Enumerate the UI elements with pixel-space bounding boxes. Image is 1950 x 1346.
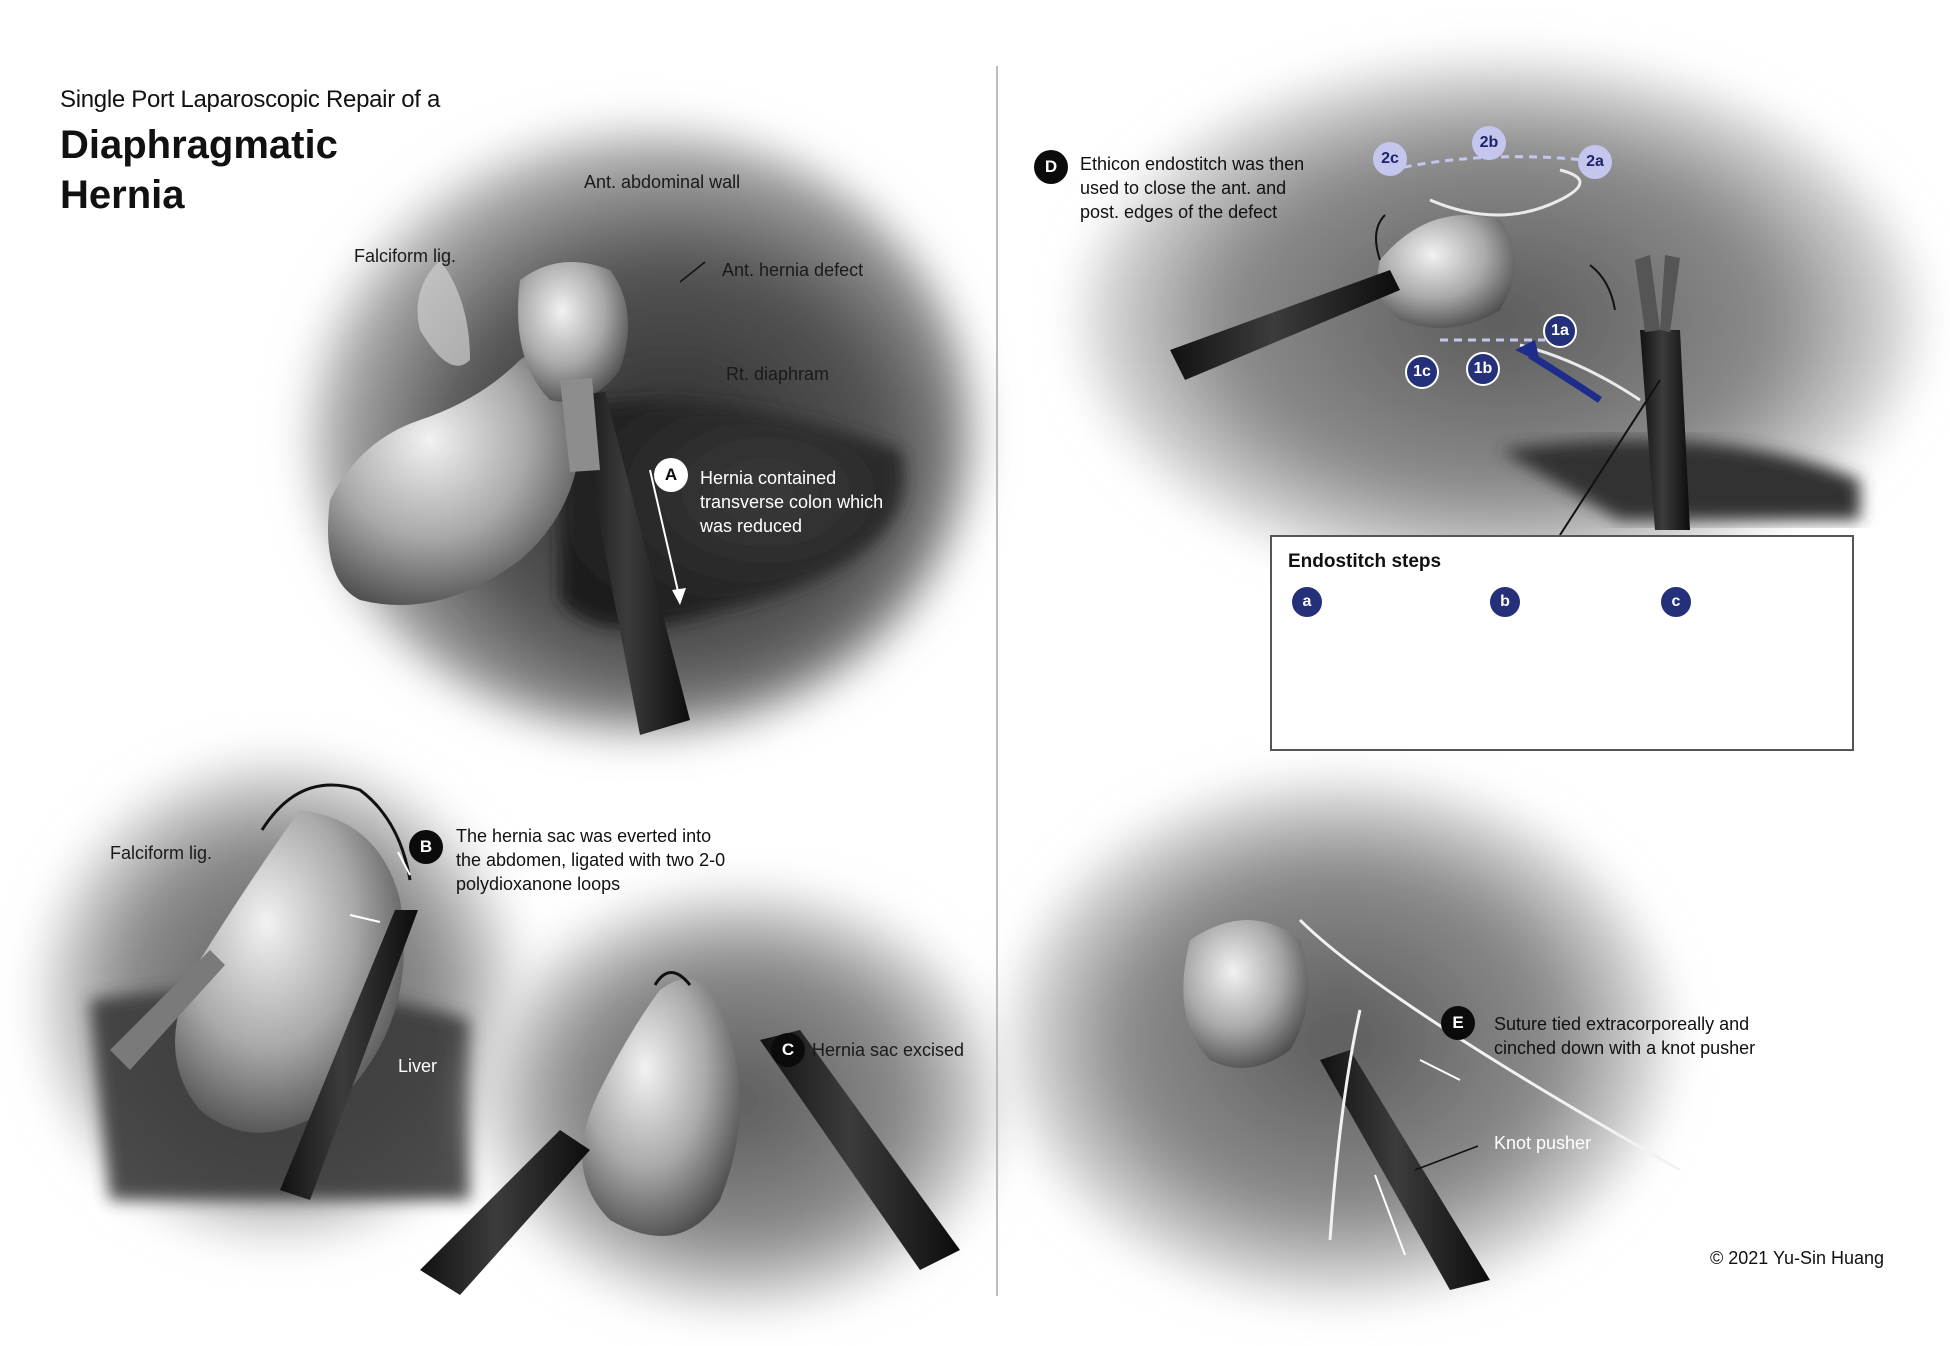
figure-title-line2: Hernia <box>60 173 185 217</box>
caption-a: Hernia contained transverse colon which … <box>700 466 883 538</box>
caption-b-line2: the abdomen, ligated with two 2-0 <box>456 850 726 870</box>
caption-c: Hernia sac excised <box>812 1040 965 1060</box>
figure-subtitle: Single Port Laparoscopic Repair of a <box>60 86 441 113</box>
label-liver: Liver <box>398 1056 438 1076</box>
label-ant-hernia-defect: Ant. hernia defect <box>722 260 864 280</box>
caption-b-line1: The hernia sac was everted into <box>456 826 712 846</box>
caption-e: Suture tied extracorporeally and cinched… <box>1494 1012 1755 1060</box>
caption-a-line1: Hernia contained <box>700 468 837 488</box>
panel-a-artwork <box>310 130 970 735</box>
caption-d-line1: Ethicon endostitch was then <box>1080 154 1305 174</box>
label-rt-diaphram: Rt. diaphram <box>726 364 830 384</box>
caption-d-line2: used to close the ant. and <box>1080 178 1287 198</box>
badge-e: E <box>1441 1006 1475 1040</box>
caption-d-line3: post. edges of the defect <box>1080 202 1278 222</box>
stitch-point-1c: 1c <box>1405 355 1439 389</box>
step-b-badge: b <box>1488 585 1522 619</box>
label-falciform-b: Falciform lig. <box>110 843 213 863</box>
label-falciform-a: Falciform lig. <box>354 246 457 266</box>
badge-a: A <box>654 458 688 492</box>
stitch-point-2b: 2b <box>1472 126 1506 160</box>
copyright-notice: © 2021 Yu-Sin Huang <box>1710 1248 1885 1268</box>
panel-b-artwork <box>40 760 520 1240</box>
endostitch-steps-box <box>1270 535 1854 751</box>
stitch-point-2c: 2c <box>1373 142 1407 176</box>
endostitch-steps-title: Endostitch steps <box>1288 551 1442 572</box>
badge-c: C <box>771 1033 805 1067</box>
caption-b: The hernia sac was everted into the abdo… <box>456 824 725 896</box>
badge-d: D <box>1034 150 1068 184</box>
label-knot-pusher: Knot pusher <box>1494 1133 1592 1153</box>
step-c-badge: c <box>1659 585 1693 619</box>
stitch-point-1b: 1b <box>1466 352 1500 386</box>
panel-e-artwork <box>1010 780 1681 1300</box>
stitch-point-2a: 2a <box>1578 145 1612 179</box>
label-ant-abdominal-wall: Ant. abdominal wall <box>584 172 741 192</box>
panel-d-artwork <box>1080 60 1920 580</box>
badge-b: B <box>409 830 443 864</box>
caption-e-line2: cinched down with a knot pusher <box>1494 1038 1756 1058</box>
panel-c-artwork <box>420 890 1000 1310</box>
caption-b-line3: polydioxanone loops <box>456 874 621 894</box>
figure-title: Diaphragmatic Hernia <box>60 120 338 220</box>
caption-e-line1: Suture tied extracorporeally and <box>1494 1014 1750 1034</box>
caption-d: Ethicon endostitch was then used to clos… <box>1080 152 1304 224</box>
step-a-badge: a <box>1290 585 1324 619</box>
caption-a-line3: was reduced <box>700 516 803 536</box>
panel-divider <box>996 66 998 1296</box>
caption-a-line2: transverse colon which <box>700 492 884 512</box>
figure-title-line1: Diaphragmatic <box>60 123 338 167</box>
stitch-point-1a: 1a <box>1543 314 1577 348</box>
